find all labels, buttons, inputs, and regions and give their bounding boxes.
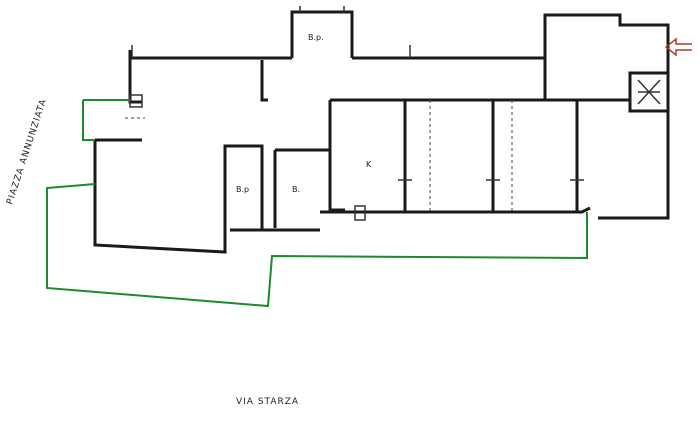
room-label-k: K	[366, 160, 372, 169]
top-annex-room	[290, 6, 354, 58]
interior-walls	[230, 58, 630, 232]
room-label-b: B.	[292, 185, 300, 194]
entrance-arrow-icon	[664, 37, 692, 57]
room-label-bp-top: B.p.	[308, 33, 324, 42]
street-label-bottom: VIA STARZA	[236, 397, 299, 407]
room-label-bp-left: B.p	[236, 185, 249, 194]
exterior-wall-top	[130, 13, 670, 220]
street-label-left: PIAZZA ANNUNZIATA	[5, 97, 49, 205]
stair-block	[628, 71, 670, 113]
property-boundary	[46, 99, 588, 308]
left-wing-walls	[93, 50, 268, 254]
